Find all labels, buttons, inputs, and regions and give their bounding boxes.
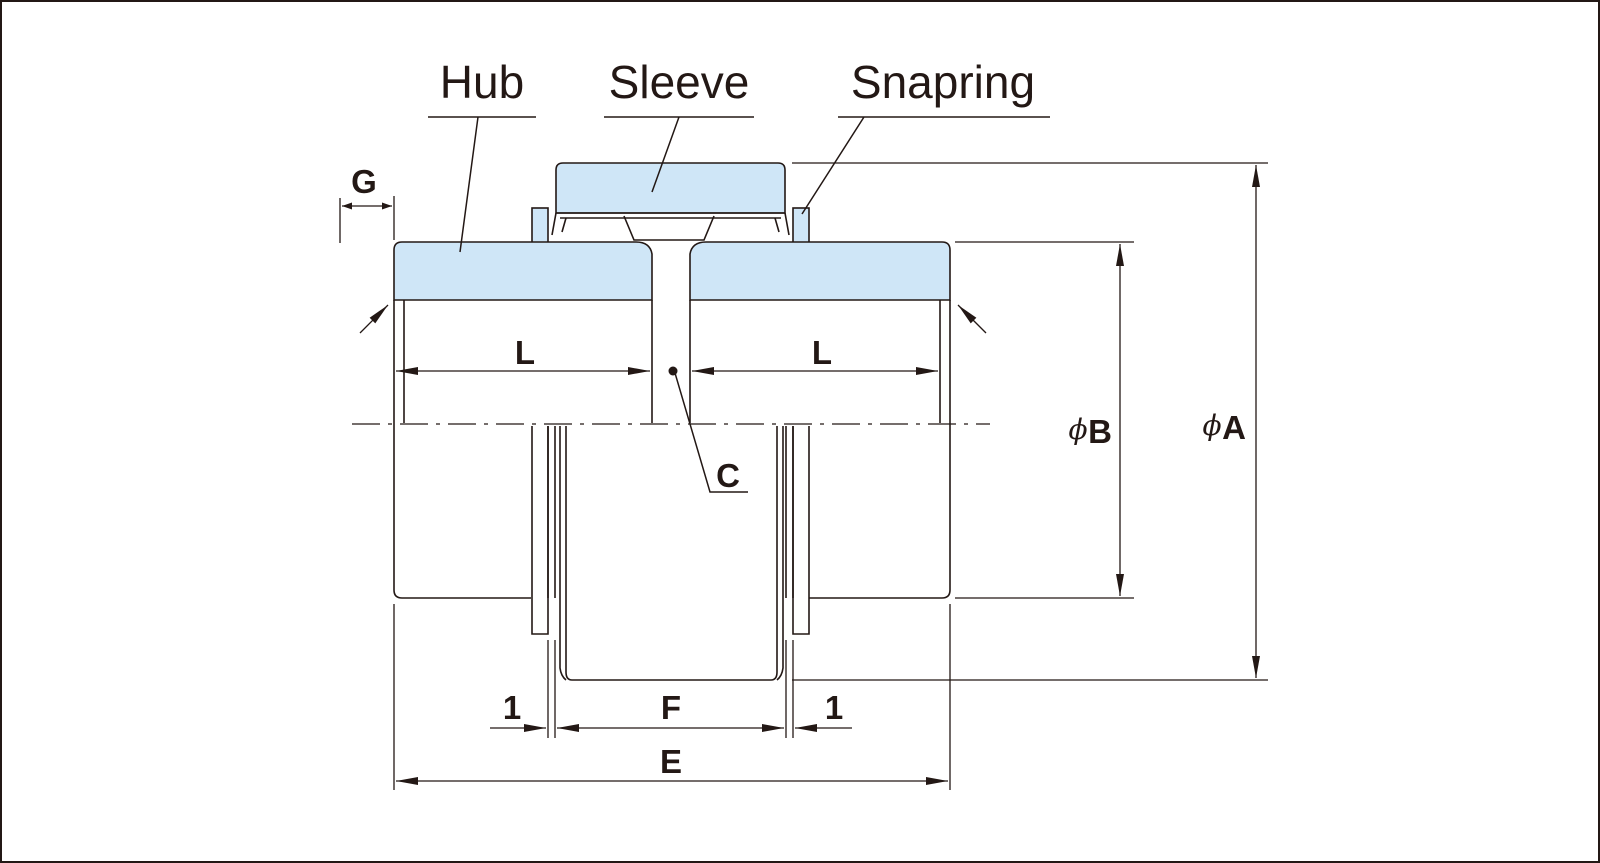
sleeve-chamfer [551,212,790,236]
one-left-ext [547,640,556,738]
dimension-g [339,196,395,243]
sleeve [551,162,790,241]
hub-left-outer [393,300,531,599]
sleeve-lower-left-chamfer [559,426,567,681]
snapring-left-lower [531,426,549,635]
snapring-left-body [531,207,549,247]
dim-one-right-label: 1 [825,689,843,726]
hub-left [393,241,653,301]
hub-label: Hub [440,56,524,108]
sleeve-right-end-lines [785,426,794,598]
sleeve-center-tooth [623,215,715,241]
dim-l-left-label: L [515,334,535,371]
dim-e-label: E [660,743,682,780]
dimension-f-row [490,640,852,738]
c-point [668,366,678,376]
dim-b-phi: ϕ [1068,413,1087,446]
sleeve-label: Sleeve [609,56,750,108]
sleeve-left-end-lines [547,426,556,598]
snapring-left [531,207,549,247]
dim-g-label: G [351,163,377,200]
right-edge-arrow [957,304,987,334]
snapring-label: Snapring [851,56,1035,108]
dim-l-right-label: L [812,334,832,371]
dimension-b [955,241,1134,599]
dimension-e [393,604,951,790]
sleeve-body [555,162,786,214]
hub-left-section [393,241,653,301]
sleeve-leader [604,116,754,193]
sleeve-inner-edge [561,217,780,233]
hub-right-section [689,241,951,301]
snapring-right-lower [792,426,810,635]
hub-right [689,241,951,301]
hub-leader [428,116,536,253]
dim-c-label: C [716,457,740,494]
hub-right-outer [809,300,951,599]
dimension-a [792,162,1268,681]
c-leader [674,372,748,493]
dim-f-label: F [661,689,681,726]
sleeve-lower [565,426,778,681]
left-edge-arrow [359,304,389,334]
snapring-right [792,207,810,247]
dim-a-phi: ϕ [1202,409,1221,442]
dim-b-label: B [1088,413,1112,450]
snapring-leader [801,116,1050,215]
dim-a-label: A [1222,409,1246,446]
dim-one-left-label: 1 [503,689,521,726]
sleeve-lower-right-chamfer [776,426,784,681]
snapring-right-body [792,207,810,247]
one-right-ext [785,640,794,738]
lower-external-view [531,426,810,681]
